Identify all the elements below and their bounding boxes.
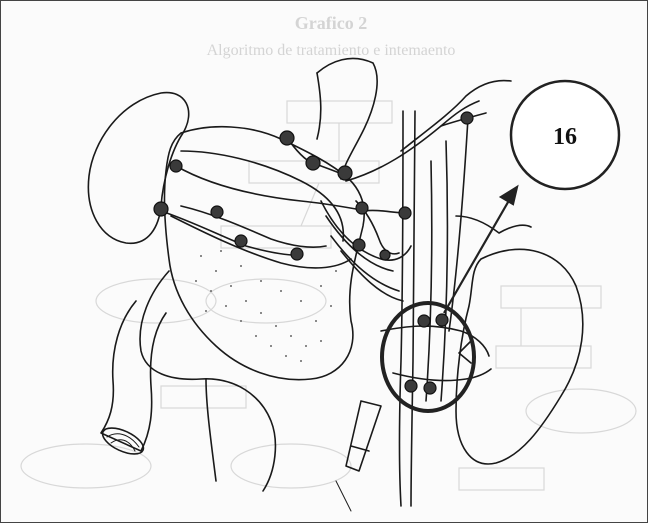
lymph-node <box>306 156 320 170</box>
ghost-box <box>526 389 636 433</box>
lymph-node <box>280 131 294 145</box>
ghost-box <box>231 444 351 488</box>
lymph-node <box>356 202 368 214</box>
duodenum-outline <box>140 271 275 491</box>
instrument-outline <box>346 401 381 471</box>
lymph-node <box>235 235 247 247</box>
callout-label: 16 <box>553 124 577 150</box>
lymph-node <box>461 112 473 124</box>
lymph-node <box>380 250 390 260</box>
lymph-node <box>353 239 365 251</box>
lymph-node <box>338 166 352 180</box>
lymph-node <box>405 380 417 392</box>
lymph-node <box>436 314 448 326</box>
vertical-vessel <box>400 111 404 506</box>
background-heading: Grafico 2 <box>295 13 367 33</box>
anatomy-outlines <box>88 58 582 511</box>
ghost-box <box>21 444 151 488</box>
lymph-node <box>154 202 168 216</box>
lymph-node <box>424 382 436 394</box>
stomach-outline <box>165 127 365 380</box>
ghost-box <box>161 386 246 408</box>
background-subheading: Algoritmo de tratamiento e intemaento <box>207 42 456 59</box>
lymph-node <box>418 315 430 327</box>
lymph-node <box>211 206 223 218</box>
lymph-node <box>170 160 182 172</box>
ghost-box <box>501 286 601 308</box>
vessel-tube-end <box>99 423 147 460</box>
ghost-box <box>96 279 216 323</box>
lymph-nodes <box>154 112 473 394</box>
ghost-box <box>287 101 392 123</box>
ghost-box <box>459 468 544 490</box>
ghost-box <box>206 279 326 323</box>
lymph-node <box>291 248 303 260</box>
nerve-branch <box>401 81 511 151</box>
lymph-node <box>399 207 411 219</box>
